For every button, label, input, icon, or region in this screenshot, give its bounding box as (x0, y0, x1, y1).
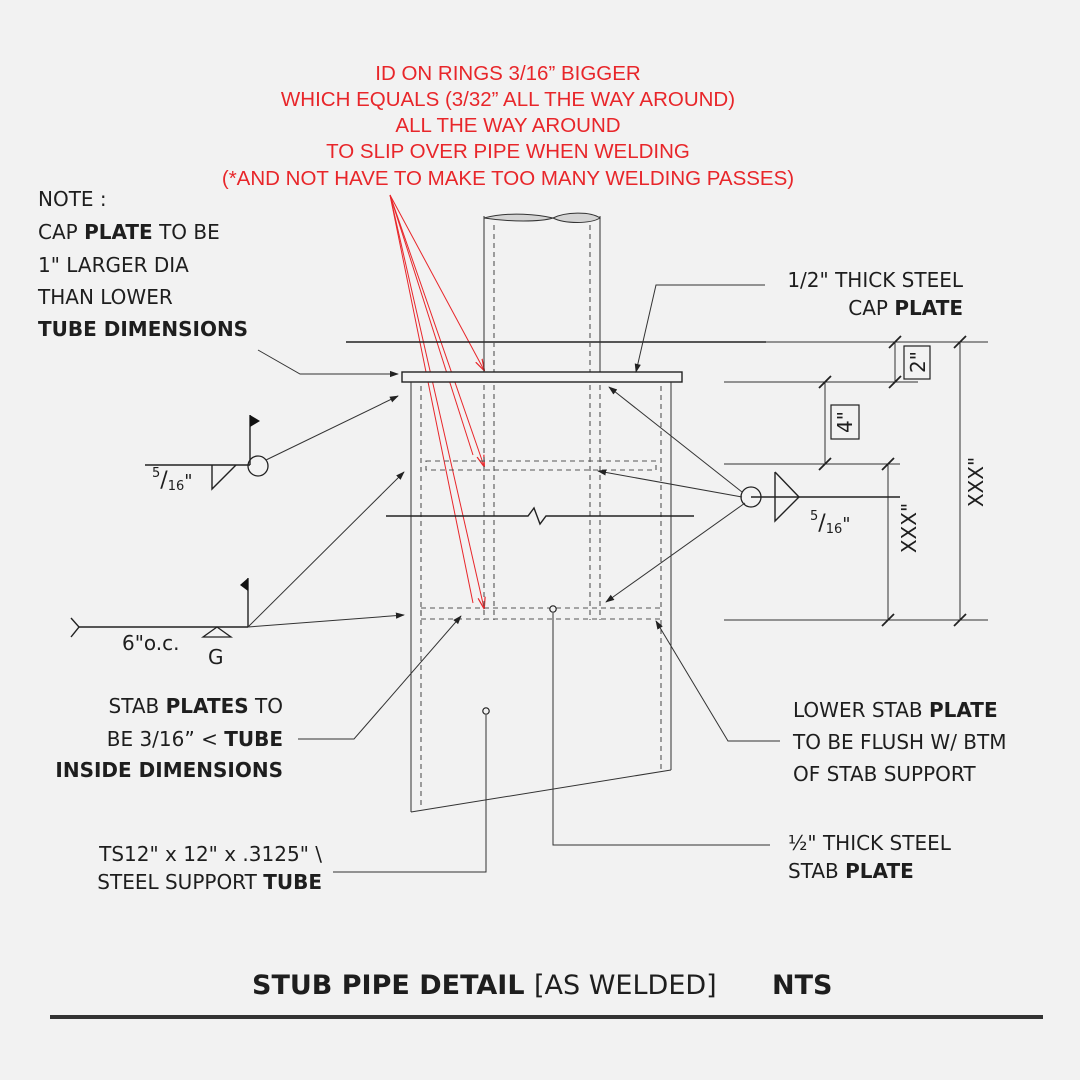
break-line (386, 506, 694, 526)
support-tube-line-2: STEEL SUPPORT TUBE (97, 870, 322, 894)
stab-plates-line-2: BE 3/16” < TUBE (107, 727, 283, 751)
tube-marker (482, 707, 490, 715)
stab-plate-line-1: ½" THICK STEEL (788, 831, 952, 855)
weld-right-size: 5/16" (810, 509, 851, 537)
dimension-lines (724, 335, 988, 627)
support-tube-label: TS12" x 12" x .3125" \ STEEL SUPPORT TUB… (97, 842, 322, 894)
grind-finish-label: G (208, 645, 224, 669)
dim-xxx-inner: XXX" (897, 503, 921, 553)
lower-stab-leader (655, 620, 780, 742)
stab-plates-line-1: STAB PLATES TO (109, 694, 284, 718)
pipe-hidden-lines (483, 385, 601, 620)
cap-plate-label-line-1: 1/2" THICK STEEL (787, 268, 964, 292)
stab-plates-leader (298, 615, 462, 740)
weld-spacing-label: 6"o.c. (122, 631, 180, 655)
dim-xxx-outer: XXX" (964, 457, 988, 507)
red-note-line-2: WHICH EQUALS (3/32” ALL THE WAY AROUND) (281, 88, 735, 111)
stab-plate-marker (549, 605, 557, 613)
note-line-4: THAN LOWER (37, 285, 173, 309)
red-note-line-1: ID ON RINGS 3/16” BIGGER (375, 62, 640, 85)
title-block: STUB PIPE DETAIL [AS WELDED] NTS (50, 970, 1043, 1019)
dim-2-inch: 2" (906, 351, 930, 373)
red-note-line-3: ALL THE WAY AROUND (395, 114, 620, 137)
lower-stab-label: LOWER STAB PLATE TO BE FLUSH W/ BTM OF S… (792, 698, 1006, 786)
support-tube-line-1: TS12" x 12" x .3125" \ (98, 842, 322, 866)
weld-symbol-right (597, 386, 900, 603)
stub-pipe (483, 212, 601, 372)
weld-symbol-top (145, 395, 399, 491)
lower-stab-line-2: TO BE FLUSH W/ BTM (792, 730, 1006, 754)
support-tube (410, 382, 672, 813)
weld-symbol-bottom (70, 471, 405, 638)
note-block: NOTE : CAP PLATE TO BE 1" LARGER DIA THA… (37, 187, 248, 341)
title-main: STUB PIPE DETAIL (252, 970, 525, 1001)
cap-plate-leader (634, 284, 765, 373)
weld-top-size: 5/16" (152, 466, 193, 494)
note-line-2: CAP PLATE TO BE (38, 220, 220, 244)
stab-plates-label: STAB PLATES TO BE 3/16” < TUBE INSIDE DI… (55, 694, 283, 782)
note-leader (257, 349, 399, 378)
stab-plate-label: ½" THICK STEEL STAB PLATE (788, 831, 952, 883)
lower-stab-plate (420, 607, 662, 620)
support-tube-leader (333, 715, 487, 873)
title-scale: NTS (772, 970, 832, 1001)
lower-stab-line-1: LOWER STAB PLATE (793, 698, 998, 722)
red-note-leaders (389, 194, 484, 608)
stab-plate-line-2: STAB PLATE (788, 859, 914, 883)
title-sub: [AS WELDED] (534, 970, 717, 1001)
stab-plate-leader (552, 613, 770, 846)
note-line-3: 1" LARGER DIA (38, 253, 189, 277)
dim-4-inch: 4" (833, 411, 857, 433)
red-note: ID ON RINGS 3/16” BIGGER WHICH EQUALS (3… (222, 62, 794, 190)
upper-stab-plate (425, 460, 657, 471)
note-line-5: TUBE DIMENSIONS (38, 317, 248, 341)
cap-plate (401, 371, 683, 383)
red-note-line-5: (*AND NOT HAVE TO MAKE TOO MANY WELDING … (222, 167, 794, 190)
red-note-line-4: TO SLIP OVER PIPE WHEN WELDING (326, 140, 690, 163)
lower-stab-line-3: OF STAB SUPPORT (793, 762, 976, 786)
note-line-1: NOTE : (38, 187, 107, 211)
cap-plate-label-line-2: CAP PLATE (848, 296, 963, 320)
stab-plates-line-3: INSIDE DIMENSIONS (55, 758, 283, 782)
